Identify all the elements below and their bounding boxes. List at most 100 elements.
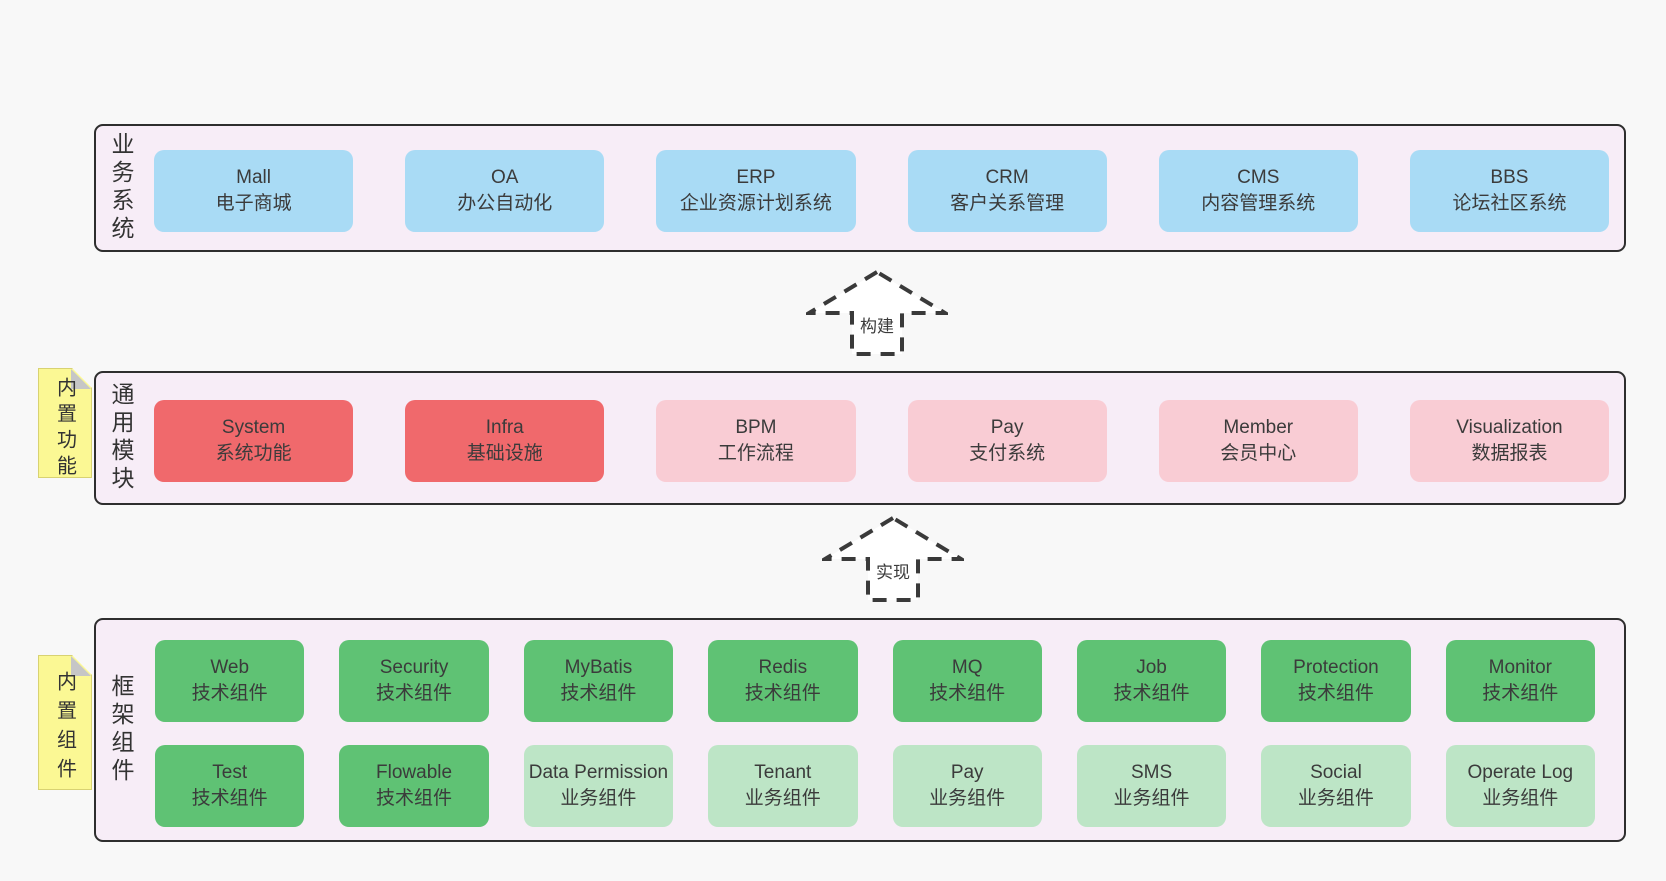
box-flowable: Flowable 技术组件 bbox=[339, 745, 489, 827]
box-title: Test bbox=[212, 762, 248, 784]
arrow-label-build: 构建 bbox=[858, 312, 896, 337]
box-monitor: Monitor 技术组件 bbox=[1445, 640, 1595, 722]
box-subtitle: 业务组件 bbox=[929, 788, 1006, 809]
box-subtitle: 工作流程 bbox=[717, 443, 794, 464]
box-title: System bbox=[221, 417, 286, 439]
box-subtitle: 支付系统 bbox=[969, 443, 1046, 464]
box-subtitle: 系统功能 bbox=[215, 443, 292, 464]
box-subtitle: 办公自动化 bbox=[457, 193, 553, 214]
box-test: Test 技术组件 bbox=[155, 745, 305, 827]
layer-label-common-modules: 通用模块 bbox=[108, 382, 134, 494]
box-title: Social bbox=[1310, 762, 1362, 784]
box-data-permission: Data Permission 业务组件 bbox=[523, 745, 674, 827]
box-title: Visualization bbox=[1456, 417, 1563, 439]
arrow-implement: 实现 bbox=[822, 514, 964, 604]
box-tenant: Tenant 业务组件 bbox=[708, 745, 858, 827]
box-subtitle: 数据报表 bbox=[1471, 443, 1548, 464]
box-mall: Mall 电子商城 bbox=[154, 150, 354, 232]
box-subtitle: 业务组件 bbox=[1297, 788, 1374, 809]
sticky-note-builtin-features: 内置功能 bbox=[38, 368, 92, 478]
box-title: Pay bbox=[950, 762, 984, 784]
layer-label-framework-components: 框架组件 bbox=[108, 674, 134, 786]
box-web: Web 技术组件 bbox=[155, 640, 305, 722]
box-subtitle: 电子商城 bbox=[215, 193, 292, 214]
box-title: Data Permission bbox=[528, 762, 669, 784]
box-title: Flowable bbox=[376, 762, 453, 784]
box-pay-business: Pay 业务组件 bbox=[892, 745, 1042, 827]
box-title: Job bbox=[1136, 657, 1167, 679]
box-title: OA bbox=[491, 167, 519, 189]
business-boxes-row: Mall 电子商城 OA 办公自动化 ERP 企业资源计划系统 CRM 客户关系… bbox=[154, 150, 1610, 232]
box-title: CMS bbox=[1237, 167, 1280, 189]
box-title: CRM bbox=[985, 167, 1029, 189]
box-bpm: BPM 工作流程 bbox=[656, 400, 856, 482]
box-cms: CMS 内容管理系统 bbox=[1158, 150, 1358, 232]
box-title: ERP bbox=[736, 167, 776, 189]
box-protection: Protection 技术组件 bbox=[1261, 640, 1411, 722]
box-subtitle: 技术组件 bbox=[376, 788, 453, 809]
arrow-label-implement: 实现 bbox=[874, 558, 912, 583]
box-title: Web bbox=[210, 657, 250, 679]
box-title: MyBatis bbox=[564, 657, 633, 679]
box-title: Pay bbox=[990, 417, 1024, 439]
box-mq: MQ 技术组件 bbox=[892, 640, 1042, 722]
box-sms: SMS 业务组件 bbox=[1076, 745, 1227, 827]
box-subtitle: 业务组件 bbox=[1113, 788, 1190, 809]
box-title: SMS bbox=[1130, 762, 1173, 784]
box-crm: CRM 客户关系管理 bbox=[907, 150, 1107, 232]
box-subtitle: 客户关系管理 bbox=[950, 193, 1065, 214]
sticky-note-builtin-components: 内置组件 bbox=[38, 655, 92, 790]
box-subtitle: 技术组件 bbox=[744, 683, 821, 704]
modules-boxes-row: System 系统功能 Infra 基础设施 BPM 工作流程 Pay 支付系统… bbox=[154, 400, 1610, 482]
box-erp: ERP 企业资源计划系统 bbox=[656, 150, 856, 232]
box-bbs: BBS 论坛社区系统 bbox=[1409, 150, 1610, 232]
box-title: MQ bbox=[951, 657, 983, 679]
box-title: Infra bbox=[485, 417, 524, 439]
box-pay: Pay 支付系统 bbox=[907, 400, 1107, 482]
sticky-label: 内置组件 bbox=[53, 670, 76, 787]
box-job: Job 技术组件 bbox=[1076, 640, 1227, 722]
box-title: Monitor bbox=[1488, 657, 1552, 679]
box-title: Operate Log bbox=[1467, 762, 1574, 784]
box-title: Security bbox=[379, 657, 449, 679]
box-subtitle: 基础设施 bbox=[466, 443, 543, 464]
box-subtitle: 业务组件 bbox=[1482, 788, 1559, 809]
box-subtitle: 内容管理系统 bbox=[1201, 193, 1316, 214]
box-subtitle: 技术组件 bbox=[1113, 683, 1190, 704]
box-title: Redis bbox=[758, 657, 808, 679]
layer-common-modules: 通用模块 System 系统功能 Infra 基础设施 BPM 工作流程 Pay… bbox=[94, 371, 1626, 505]
layer-framework-components: 框架组件 Web 技术组件 Security 技术组件 MyBatis 技术组件… bbox=[94, 618, 1626, 842]
box-subtitle: 业务组件 bbox=[560, 788, 637, 809]
box-security: Security 技术组件 bbox=[339, 640, 489, 722]
box-subtitle: 技术组件 bbox=[1482, 683, 1559, 704]
box-subtitle: 技术组件 bbox=[1297, 683, 1374, 704]
box-redis: Redis 技术组件 bbox=[708, 640, 858, 722]
box-title: BBS bbox=[1490, 167, 1529, 189]
box-subtitle: 技术组件 bbox=[376, 683, 453, 704]
components-row-2: Test 技术组件 Flowable 技术组件 Data Permission … bbox=[155, 745, 1595, 827]
box-mybatis: MyBatis 技术组件 bbox=[523, 640, 674, 722]
box-subtitle: 技术组件 bbox=[191, 788, 268, 809]
sticky-label: 内置功能 bbox=[53, 377, 76, 481]
box-infra: Infra 基础设施 bbox=[405, 400, 605, 482]
box-oa: OA 办公自动化 bbox=[405, 150, 605, 232]
box-subtitle: 会员中心 bbox=[1220, 443, 1297, 464]
box-visualization: Visualization 数据报表 bbox=[1409, 400, 1610, 482]
components-row-1: Web 技术组件 Security 技术组件 MyBatis 技术组件 Redi… bbox=[155, 640, 1595, 722]
box-title: Tenant bbox=[754, 762, 812, 784]
box-social: Social 业务组件 bbox=[1261, 745, 1411, 827]
box-subtitle: 技术组件 bbox=[929, 683, 1006, 704]
layer-business-systems: 业务系统 Mall 电子商城 OA 办公自动化 ERP 企业资源计划系统 CRM… bbox=[94, 124, 1626, 252]
box-member: Member 会员中心 bbox=[1158, 400, 1358, 482]
box-title: Member bbox=[1223, 417, 1294, 439]
box-subtitle: 业务组件 bbox=[744, 788, 821, 809]
box-subtitle: 技术组件 bbox=[191, 683, 268, 704]
box-operate-log: Operate Log 业务组件 bbox=[1445, 745, 1595, 827]
box-subtitle: 技术组件 bbox=[560, 683, 637, 704]
box-title: BPM bbox=[735, 417, 777, 439]
box-title: Mall bbox=[236, 167, 271, 189]
box-subtitle: 企业资源计划系统 bbox=[679, 193, 832, 214]
box-title: Protection bbox=[1293, 657, 1379, 679]
box-system: System 系统功能 bbox=[154, 400, 354, 482]
